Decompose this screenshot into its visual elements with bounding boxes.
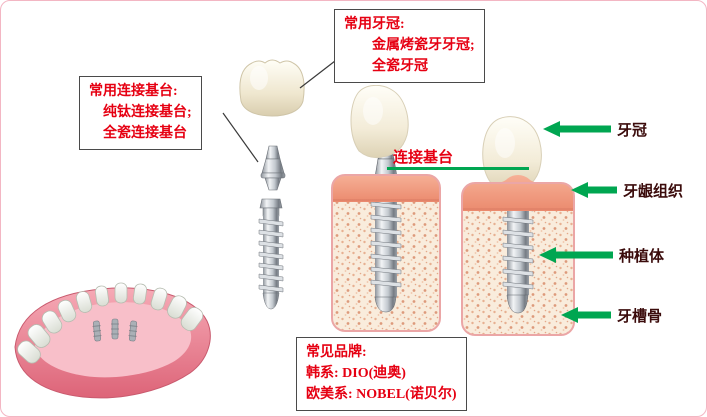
abutment-types-line-2: 全瓷连接基台 [103, 126, 187, 141]
dental-crown-illustration [233, 55, 311, 119]
brands-box: 常见品牌: 韩系: DIO(迪奥) 欧美系: NOBEL(诺贝尔) [296, 337, 467, 411]
abutment-types-title: 常用连接基台: [89, 84, 178, 99]
brands-title: 常见品牌: [306, 345, 367, 360]
implant-screw-illustration [249, 197, 293, 315]
label-row-gum-tissue: 牙龈组织 [571, 181, 684, 200]
label-crown: 牙冠 [617, 122, 648, 139]
crown-types-line-2: 全瓷牙冠 [372, 59, 428, 74]
abutment-inline-label: 连接基台 [393, 150, 454, 166]
implant-cross-section-right [459, 111, 577, 339]
label-gum-tissue: 牙龈组织 [623, 183, 684, 200]
label-row-implant-body: 种植体 [539, 246, 665, 265]
left-arrow-icon [571, 182, 617, 198]
label-row-crown: 牙冠 [543, 120, 648, 139]
brands-line-1: 韩系: DIO(迪奥) [306, 366, 406, 381]
jaw-implant-screws [92, 318, 138, 342]
left-arrow-icon [543, 121, 611, 137]
crown-types-box: 常用牙冠: 金属烤瓷牙牙冠; 全瓷牙冠 [334, 9, 485, 83]
abutment-illustration [253, 143, 293, 193]
abutment-pointer-line [387, 167, 529, 170]
label-alveolar-bone: 牙槽骨 [617, 308, 663, 325]
label-row-alveolar-bone: 牙槽骨 [561, 306, 663, 325]
label-implant-body: 种植体 [619, 248, 665, 265]
implant-cross-section-middle [329, 85, 443, 335]
left-arrow-icon [539, 247, 613, 263]
crown-types-title: 常用牙冠: [344, 17, 405, 32]
abutment-types-line-1: 纯钛连接基台; [103, 105, 192, 120]
jaw-illustration [9, 249, 217, 405]
crown-types-line-1: 金属烤瓷牙牙冠; [372, 38, 475, 53]
brands-line-2: 欧美系: NOBEL(诺贝尔) [306, 387, 457, 402]
abutment-types-box: 常用连接基台: 纯钛连接基台; 全瓷连接基台 [79, 76, 202, 150]
left-arrow-icon [561, 307, 611, 323]
